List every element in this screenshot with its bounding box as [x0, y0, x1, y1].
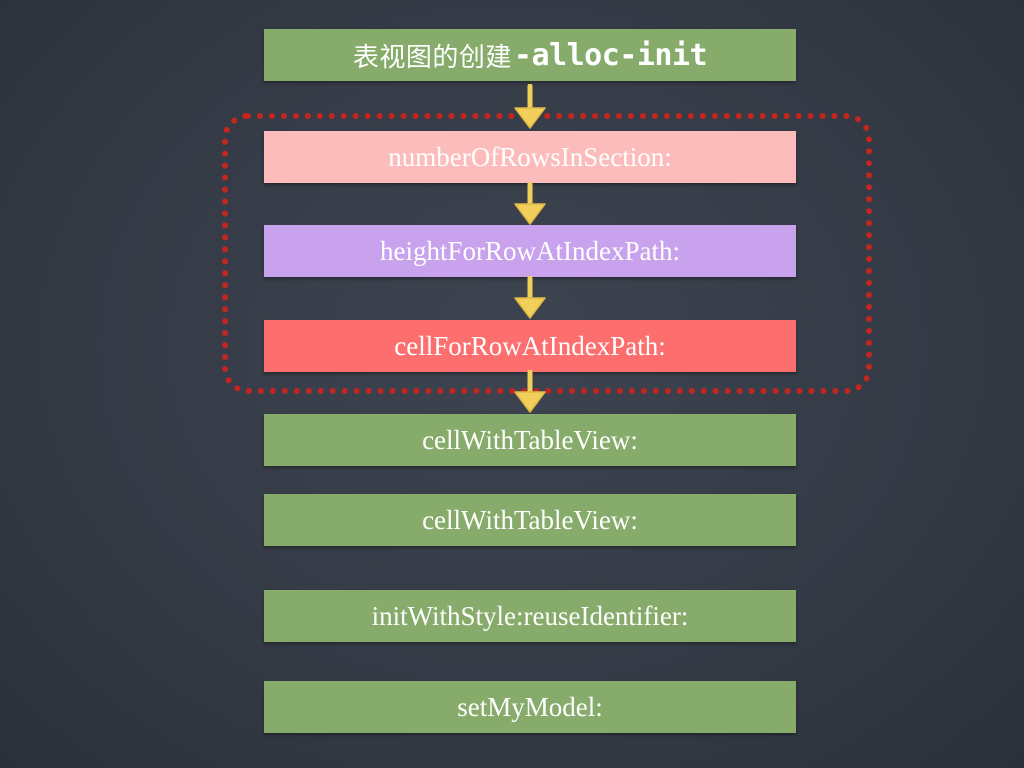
down-arrow-icon — [514, 182, 546, 225]
step-set-my-model: setMyModel: — [264, 681, 796, 733]
step-cell-with-table-view-1: cellWithTableView: — [264, 414, 796, 466]
title-method-text: -alloc-init — [513, 37, 708, 73]
step-height-for-row: heightForRowAtIndexPath: — [264, 225, 796, 277]
step-number-of-rows: numberOfRowsInSection: — [264, 131, 796, 183]
down-arrow-icon — [514, 276, 546, 319]
step-cell-with-table-view-2: cellWithTableView: — [264, 494, 796, 546]
step-cell-for-row: cellForRowAtIndexPath: — [264, 320, 796, 372]
title-chinese-text: 表视图的创建 — [352, 42, 512, 73]
down-arrow-icon — [514, 84, 546, 129]
step-init-with-style: initWithStyle:reuseIdentifier: — [264, 590, 796, 642]
down-arrow-icon — [514, 370, 546, 413]
step-alloc-init: 表视图的创建-alloc-init — [264, 29, 796, 81]
